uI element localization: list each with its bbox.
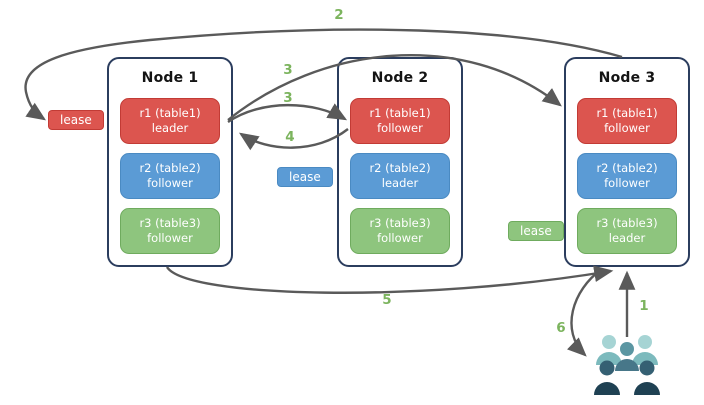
node-3-replica-r3: r3 (table3) leader	[577, 208, 677, 254]
node-3-title: Node 3	[598, 70, 656, 86]
user-middle-head	[620, 342, 634, 356]
step-marker-2: 2	[334, 7, 344, 23]
node-3: Node 3 r1 (table1) follower r2 (table2) …	[564, 57, 690, 267]
replica-role: follower	[377, 231, 423, 245]
node-2-replica-r3: r3 (table3) follower	[350, 208, 450, 254]
node-1-replica-r1: r1 (table1) leader	[120, 98, 220, 144]
step-marker-5: 5	[382, 292, 392, 308]
node-2-replica-r2: r2 (table2) leader	[350, 153, 450, 199]
replica-role: follower	[147, 176, 193, 190]
node-1-replica-r3: r3 (table3) follower	[120, 208, 220, 254]
node-1: Node 1 r1 (table1) leader r2 (table2) fo…	[107, 57, 233, 267]
step-marker-6: 6	[556, 320, 566, 336]
user-front-right-head	[639, 360, 655, 376]
replica-name: r3 (table3)	[596, 216, 658, 230]
user-back-left-head	[602, 335, 616, 349]
step-marker-4: 4	[285, 129, 295, 145]
user-middle-body	[615, 359, 639, 371]
replica-role: leader	[608, 231, 646, 245]
replica-role: leader	[381, 176, 419, 190]
step-marker-3-upper: 3	[283, 62, 293, 78]
arrow-step-5-node1-to-node3	[165, 265, 614, 294]
user-back-right-body	[632, 352, 658, 365]
replica-name: r2 (table2)	[596, 161, 658, 175]
replica-name: r3 (table3)	[369, 216, 431, 230]
node-3-replica-r1: r1 (table1) follower	[577, 98, 677, 144]
replica-role: leader	[151, 121, 189, 135]
user-front-left-body	[594, 382, 620, 395]
node-2-title: Node 2	[371, 70, 429, 86]
replica-name: r2 (table2)	[139, 161, 201, 175]
node-3-replica-r2: r2 (table2) follower	[577, 153, 677, 199]
user-back-right-head	[638, 335, 652, 349]
lease-chip-green: lease	[508, 221, 564, 241]
lease-chip-red: lease	[48, 110, 104, 130]
user-front-left-head	[599, 360, 615, 376]
users-icon	[594, 335, 660, 395]
step-marker-3-lower: 3	[283, 90, 293, 106]
replica-name: r1 (table1)	[596, 106, 658, 120]
node-2: Node 2 r1 (table1) follower r2 (table2) …	[337, 57, 463, 267]
replica-name: r3 (table3)	[139, 216, 201, 230]
lease-chip-blue: lease	[277, 167, 333, 187]
node-1-replica-r2: r2 (table2) follower	[120, 153, 220, 199]
arrow-step-3-node1-to-node2	[227, 103, 348, 123]
step-marker-1: 1	[639, 298, 649, 314]
replica-role: follower	[604, 176, 650, 190]
replica-name: r1 (table1)	[139, 106, 201, 120]
node-2-replica-r1: r1 (table1) follower	[350, 98, 450, 144]
replica-role: follower	[604, 121, 650, 135]
user-front-right-body	[634, 382, 660, 395]
replica-role: follower	[147, 231, 193, 245]
node-1-title: Node 1	[141, 70, 199, 86]
replica-name: r2 (table2)	[369, 161, 431, 175]
replica-role: follower	[377, 121, 423, 135]
replica-name: r1 (table1)	[369, 106, 431, 120]
